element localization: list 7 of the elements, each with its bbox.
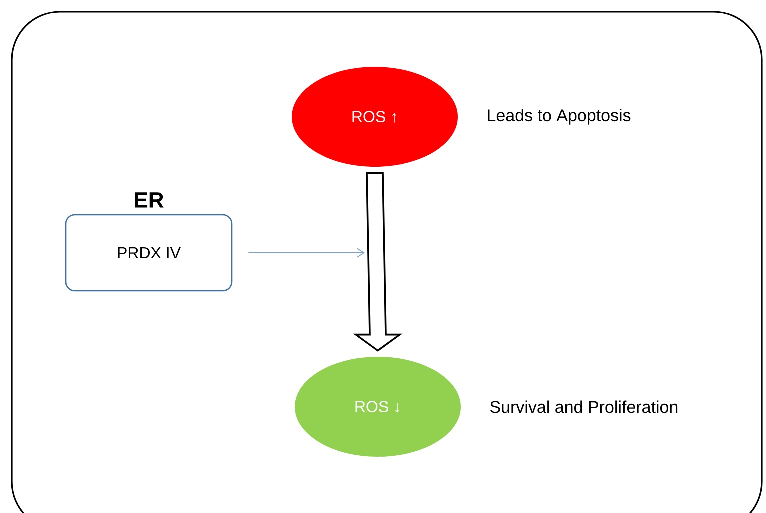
cell-outline <box>11 11 763 513</box>
arrow <box>248 248 365 258</box>
process-box: PRDX IV <box>65 214 233 292</box>
heading: ER <box>135 192 164 208</box>
beside-text: Survival and Proliferation <box>490 400 678 414</box>
beside-text: Leads to Apoptosis <box>488 109 631 125</box>
block-arrow <box>353 172 403 352</box>
